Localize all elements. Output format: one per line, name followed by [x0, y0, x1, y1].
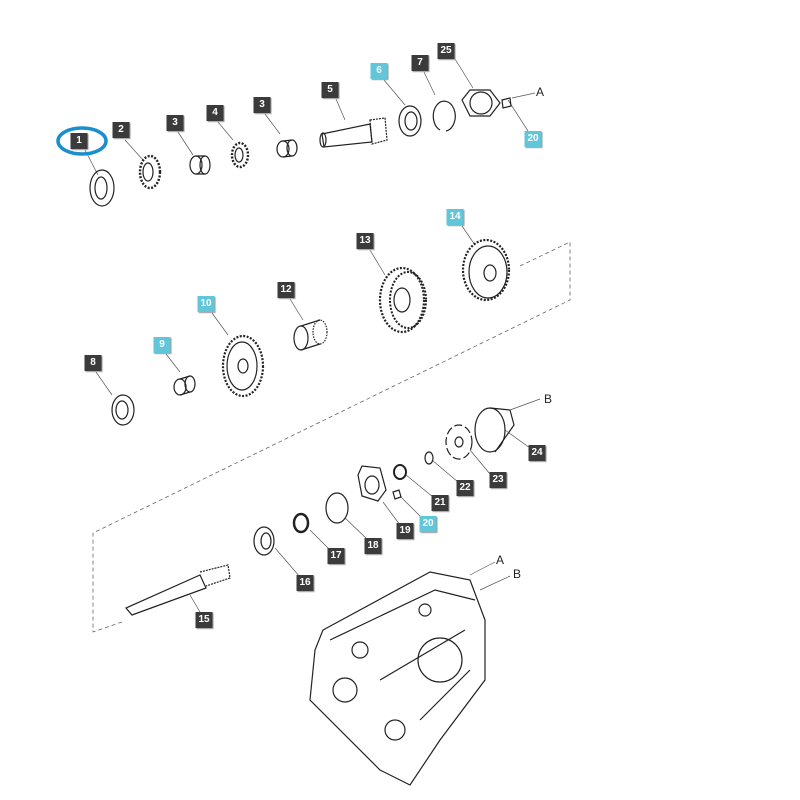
callout-17[interactable]: 17	[327, 548, 345, 564]
leader-lines	[84, 58, 541, 613]
callout-25[interactable]: 25	[437, 43, 455, 59]
callout-7[interactable]: 7	[411, 55, 429, 71]
callout-4[interactable]: 4	[206, 105, 224, 121]
screw-part-20b[interactable]	[392, 489, 402, 500]
callout-14[interactable]: 14	[446, 209, 464, 225]
bearing-part-1[interactable]	[89, 169, 115, 207]
gearbox-housing[interactable]	[309, 571, 486, 786]
connector-a-housing: A	[495, 553, 505, 567]
callout-3b[interactable]: 3	[253, 97, 271, 113]
gear-part-10[interactable]	[221, 334, 265, 398]
callout-13[interactable]: 13	[356, 233, 374, 249]
callout-1[interactable]: 1	[70, 133, 88, 149]
flange-part-25[interactable]	[461, 89, 501, 117]
bearing-part-6[interactable]	[398, 105, 422, 137]
seal-part-17[interactable]	[292, 512, 310, 534]
dashed-guide	[92, 241, 571, 633]
callout-18[interactable]: 18	[364, 538, 382, 554]
plate-part-23[interactable]	[445, 424, 473, 460]
callout-15[interactable]: 15	[195, 612, 213, 628]
bushing-part-3b[interactable]	[276, 139, 298, 158]
callout-19[interactable]: 19	[396, 523, 414, 539]
needle-bearing-part-12[interactable]	[293, 319, 328, 351]
callout-12[interactable]: 12	[277, 282, 295, 298]
callout-16[interactable]: 16	[296, 575, 314, 591]
gear-part-4[interactable]	[230, 141, 250, 169]
callout-20b[interactable]: 20	[419, 516, 437, 532]
bushing-part-3[interactable]	[189, 155, 211, 175]
screw-part-20[interactable]	[501, 97, 512, 109]
callout-22[interactable]: 22	[456, 480, 474, 496]
callout-3[interactable]: 3	[166, 115, 184, 131]
connector-b-mid: B	[543, 392, 553, 406]
callout-10[interactable]: 10	[197, 296, 215, 312]
connector-b-housing: B	[512, 567, 522, 581]
circlip-part-7[interactable]	[432, 100, 456, 132]
callout-9[interactable]: 9	[153, 337, 171, 353]
oring-part-22[interactable]	[424, 451, 434, 465]
callout-24[interactable]: 24	[528, 445, 546, 461]
shaft-part-5[interactable]	[319, 117, 388, 148]
callout-20[interactable]: 20	[524, 131, 542, 147]
oring-part-18[interactable]	[325, 492, 349, 524]
bushing-part-9[interactable]	[173, 375, 196, 396]
bearing-part-8[interactable]	[111, 394, 135, 426]
seal-part-21[interactable]	[393, 464, 407, 480]
shaft-part-15[interactable]	[125, 564, 231, 616]
callout-21[interactable]: 21	[431, 495, 449, 511]
highlight-ring-icon	[56, 126, 108, 156]
gear-part-2[interactable]	[138, 154, 162, 190]
callout-8[interactable]: 8	[84, 355, 102, 371]
callout-5[interactable]: 5	[321, 82, 339, 98]
callout-6[interactable]: 6	[370, 63, 388, 79]
cover-part-24[interactable]	[474, 407, 515, 453]
gear-part-14[interactable]	[461, 238, 511, 302]
gear-part-13[interactable]	[378, 266, 427, 334]
bearing-part-16[interactable]	[253, 526, 275, 556]
housing-part-19[interactable]	[357, 465, 387, 502]
callout-23[interactable]: 23	[489, 472, 507, 488]
callout-2[interactable]: 2	[112, 122, 130, 138]
connector-a-top: A	[535, 85, 545, 99]
